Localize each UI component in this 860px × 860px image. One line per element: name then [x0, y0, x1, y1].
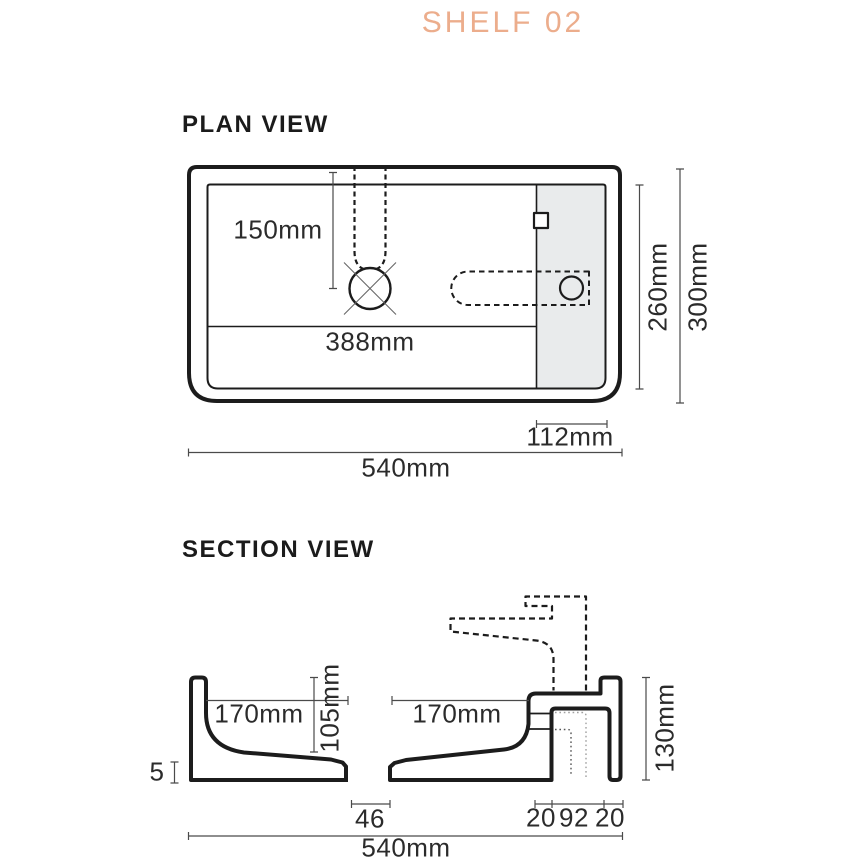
dim-label-bracket-leg-left: 20: [526, 802, 556, 833]
section-dim-line-105: [310, 676, 318, 753]
section-dim-line-130: [642, 676, 650, 781]
plan-shelf-shaded-area: [536, 184, 606, 389]
plan-dim-line-112: [535, 420, 608, 428]
dim-label-shelf-width: 112mm: [526, 421, 614, 452]
plan-dim-line-150: [329, 171, 337, 290]
plan-overflow-square: [532, 211, 550, 230]
section-hidden-pipe-outer: [555, 711, 587, 777]
dim-label-drain-width: 46: [355, 803, 385, 834]
plan-dim-line-300: [676, 168, 684, 404]
section-dim-line-20-92-20: [534, 800, 624, 808]
section-dim-line-170-right: [391, 696, 529, 705]
plan-tap-body-dashed: [450, 270, 590, 306]
section-tap-dashed-outline: [449, 595, 588, 691]
section-joint-lines: [528, 712, 550, 730]
dim-label-left-bowl-width: 170mm: [214, 698, 304, 729]
plan-dim-line-260: [635, 184, 644, 390]
dim-label-section-overall-width: 540mm: [361, 832, 451, 860]
section-view-drawing: [170, 595, 650, 840]
plan-dim-line-540: [187, 448, 623, 457]
dim-label-plan-overall-width: 540mm: [361, 452, 451, 483]
plan-drain-cross-lines: [343, 262, 397, 315]
plan-drain-circle: [348, 266, 392, 311]
dim-label-overall-depth: 300mm: [682, 242, 713, 332]
dim-label-overall-height: 130mm: [649, 683, 680, 773]
dim-label-right-bowl-width: 170mm: [412, 698, 502, 729]
section-hidden-pipe-inner: [555, 728, 572, 776]
section-dim-line-170-left: [206, 696, 349, 705]
section-basin-left-profile: [189, 675, 348, 782]
dim-label-base-edge: 5: [149, 756, 165, 787]
dim-label-tap-setback: 150mm: [233, 214, 323, 245]
dim-label-bowl-width: 388mm: [325, 326, 415, 357]
section-view-heading: SECTION VIEW: [182, 536, 375, 563]
plan-view-heading: PLAN VIEW: [182, 111, 329, 138]
plan-inner-rim: [206, 183, 607, 390]
plan-tap-spout-dashed: [353, 166, 364, 271]
plan-view-drawing: [187, 165, 684, 457]
dim-label-bracket-gap: 92: [559, 802, 589, 833]
section-dim-line-46: [350, 800, 391, 808]
plan-tap-spout-dashed-right: [376, 166, 387, 271]
dim-label-bracket-leg-right: 20: [595, 802, 625, 833]
dim-label-inner-depth: 260mm: [642, 242, 673, 332]
dim-label-bowl-depth: 105mm: [314, 663, 345, 753]
plan-tap-base-circle: [558, 275, 585, 301]
page-title: SHELF 02: [421, 6, 585, 39]
section-dim-line-5: [170, 761, 179, 784]
plan-outer-outline: [187, 165, 622, 403]
section-dim-line-540: [187, 832, 624, 840]
